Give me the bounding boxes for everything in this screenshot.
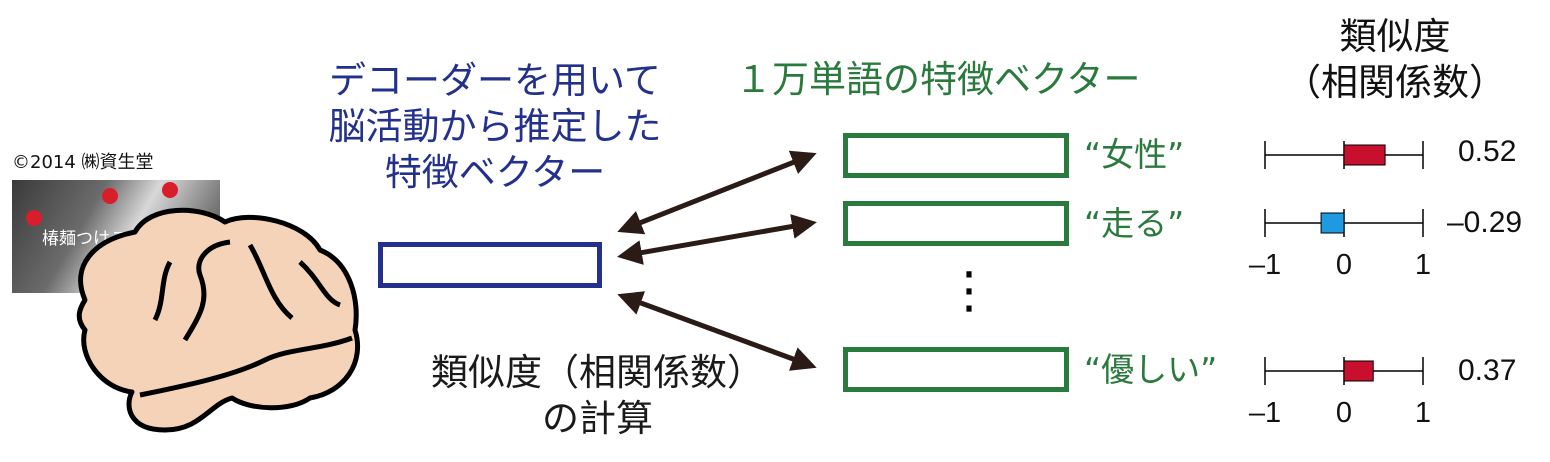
tick-label-0-upper: 0 (1335, 249, 1353, 281)
arrow-to-word-2 (617, 214, 817, 265)
tick-label-minus-1-lower: –1 (1248, 397, 1282, 429)
arrow-to-word-3 (617, 291, 817, 371)
similarity-bar-1 (1343, 144, 1386, 166)
similarity-calc-caption: 類似度（相関係数） の計算 (405, 350, 790, 442)
word-label-2: “走る” (1084, 204, 1185, 243)
decoded-feature-vector (378, 242, 602, 288)
word-vector-box-2 (843, 201, 1069, 246)
word-label-1: “女性” (1084, 135, 1185, 174)
similarity-bar-2 (1320, 212, 1345, 234)
word-vectors-caption: １万単語の特徴ベクター (735, 58, 1141, 101)
decoder-caption-line-3: 特徴ベクター (384, 151, 606, 194)
tick-label-0-lower: 0 (1335, 397, 1353, 429)
similarity-arrows (617, 150, 817, 371)
decoder-caption-line-2: 脳活動から推定した (328, 105, 662, 148)
similarity-header-line-1: 類似度 (1339, 15, 1451, 58)
calc-caption-line-1: 類似度（相関係数） (431, 351, 764, 394)
word-label-3: “優しい” (1084, 350, 1218, 389)
decoder-caption-line-1: デコーダーを用いて (329, 59, 661, 102)
word-vector-box-1 (843, 133, 1069, 178)
similarity-bar-3 (1343, 360, 1374, 382)
tick-label-minus-1-upper: –1 (1248, 249, 1282, 281)
tick-label-1-upper: 1 (1414, 249, 1432, 281)
decoder-caption: デコーダーを用いて 脳活動から推定した 特徴ベクター (300, 58, 690, 196)
copyright-text: ©2014 ㈱資生堂 (12, 152, 154, 173)
similarity-header: 類似度 （相関係数） (1260, 14, 1530, 106)
similarity-value-3: 0.37 (1458, 354, 1517, 387)
similarity-value-1: 0.52 (1458, 135, 1517, 168)
word-vector-box-3 (843, 347, 1069, 392)
brain-icon (76, 207, 361, 433)
similarity-header-line-2: （相関係数） (1284, 61, 1506, 104)
ellipsis: ⋮ (944, 261, 994, 319)
tick-label-1-lower: 1 (1414, 397, 1432, 429)
similarity-value-2: –0.29 (1447, 206, 1523, 239)
calc-caption-line-2: の計算 (542, 397, 653, 440)
